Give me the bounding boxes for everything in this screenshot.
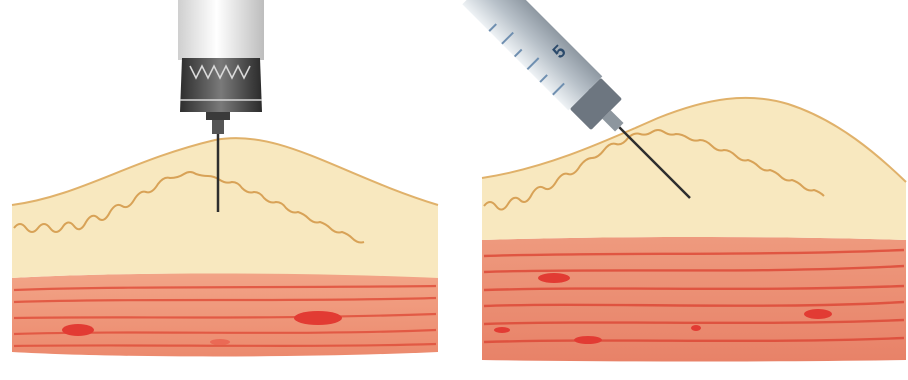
syringe-injection-diagram: 5 — [458, 0, 908, 380]
pen-injection-panel — [0, 0, 450, 380]
blood-vessel — [210, 339, 230, 345]
subcutaneous-fat-layer — [12, 138, 438, 278]
blood-vessel — [538, 273, 570, 283]
blood-vessel — [804, 309, 832, 319]
pen-injection-diagram — [0, 0, 450, 380]
syringe-barrel — [462, 0, 602, 110]
syringe-injection-panel: 5 — [458, 0, 908, 380]
blood-vessel — [494, 327, 510, 333]
blood-vessel — [691, 325, 701, 331]
blood-vessel — [62, 324, 94, 336]
blood-vessel — [294, 311, 342, 325]
blood-vessel — [574, 336, 602, 344]
needle-hub — [212, 118, 224, 134]
pen-tip — [206, 112, 230, 120]
pen-body — [178, 0, 264, 60]
subcutaneous-fat-layer — [482, 98, 906, 240]
